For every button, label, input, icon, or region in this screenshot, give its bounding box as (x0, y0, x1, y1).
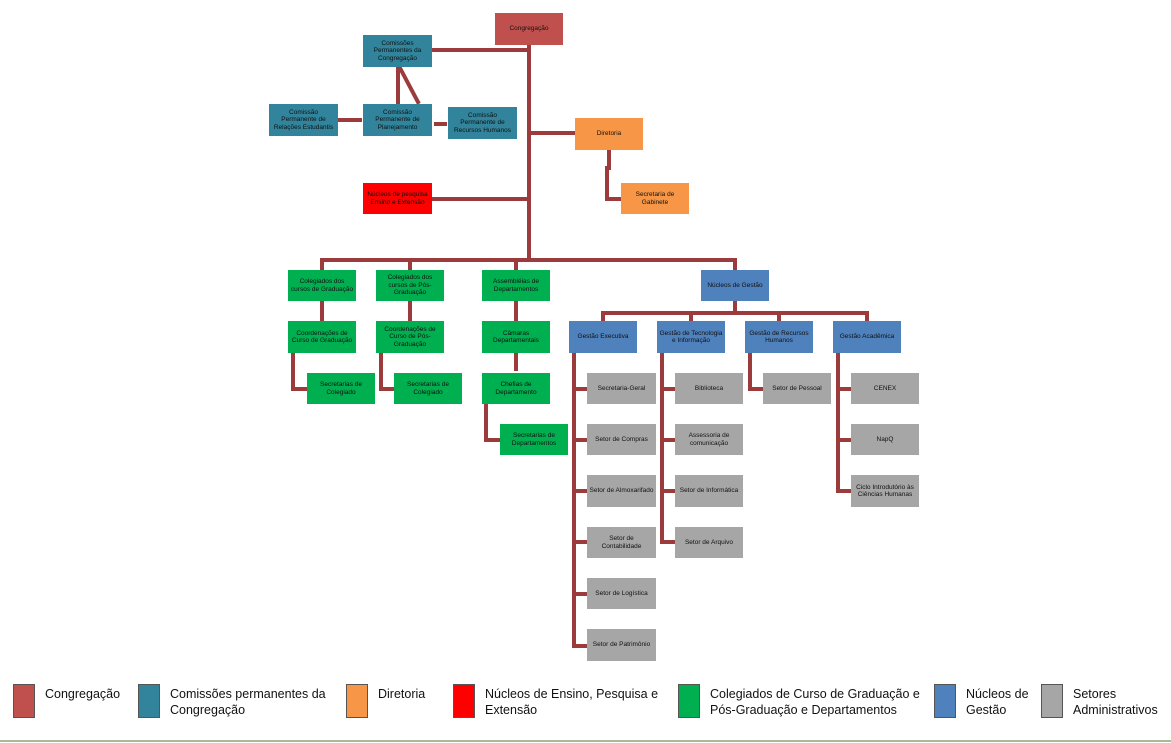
node-setor-arquivo: Setor de Arquivo (675, 527, 743, 558)
node-comissoes-permanentes: Comissões Permanentes da Congregação (363, 35, 432, 67)
legend-item-diretoria: Diretoria (346, 684, 446, 720)
node-nucleos-pesquisa: Núcleos de pesquisa Ensino e Extensão (363, 183, 432, 214)
node-setor-pessoal: Setor de Pessoal (763, 373, 831, 404)
legend-swatch (346, 684, 368, 718)
node-cenex: CENEX (851, 373, 919, 404)
node-assessoria-comunicacao: Assessoria de comunicação (675, 424, 743, 455)
legend-label: Colegiados de Curso de Graduação e Pós-G… (710, 687, 920, 717)
node-chefias-departamento: Chefias de Departamento (482, 373, 550, 404)
node-colegiados-pos: Colegiados dos cursos de Pós-Graduação (376, 270, 444, 301)
node-napq: NapQ (851, 424, 919, 455)
node-assembleias: Assembléias de Departamentos (482, 270, 550, 301)
node-colegiados-graduacao: Colegiados dos cursos de Graduação (288, 270, 356, 301)
bottom-rule (0, 740, 1171, 742)
node-camaras-departamentais: Câmaras Departamentais (482, 321, 550, 353)
legend-label: Setores Administrativos (1073, 687, 1158, 717)
legend-label: Núcleos de Ensino, Pesquisa e Extensão (485, 687, 659, 717)
node-gestao-tecnologia: Gestão de Tecnologia e Informação (657, 321, 725, 353)
legend-item-congregacao: Congregação (13, 684, 133, 720)
node-setor-compras: Setor de Compras (587, 424, 656, 455)
node-setor-contabilidade: Setor de Contabilidade (587, 527, 656, 558)
legend-swatch (678, 684, 700, 718)
legend-item-nucleos-gestao: Núcleos de Gestão (934, 684, 1039, 720)
legend-swatch (934, 684, 956, 718)
legend-swatch (13, 684, 35, 718)
node-setor-informatica: Setor de Informática (675, 475, 743, 507)
node-comissao-relacoes-estudantis: Comissão Permanente de Relações Estudant… (269, 104, 338, 136)
node-setor-almoxarifado: Setor de Almoxarifado (587, 475, 656, 507)
legend-item-comissoes: Comissões permanentes da Congregação (138, 684, 338, 720)
node-biblioteca: Biblioteca (675, 373, 743, 404)
node-coordenacoes-graduacao: Coordenações de Curso de Graduação (288, 321, 356, 353)
node-congregacao: Congregação (495, 13, 563, 45)
node-secretarias-colegiado-2: Secretarias de Colegiado (394, 373, 462, 404)
node-nucleos-gestao: Núcleos de Gestão (701, 270, 769, 301)
node-setor-patrimonio: Setor de Patrimônio (587, 629, 656, 661)
node-ciclo-introdutorio: Ciclo Introdutório às Ciências Humanas (851, 475, 919, 507)
legend-swatch (453, 684, 475, 718)
legend-item-colegiados: Colegiados de Curso de Graduação e Pós-G… (678, 684, 928, 720)
legend-label: Núcleos de Gestão (966, 687, 1029, 717)
legend-label: Comissões permanentes da Congregação (170, 687, 326, 717)
node-diretoria: Diretoria (575, 118, 643, 150)
legend-item-setores: Setores Administrativos (1041, 684, 1169, 720)
node-secretaria-geral: Secretaria-Geral (587, 373, 656, 404)
node-coordenacoes-pos: Coordenações de Curso de Pós-Graduação (376, 321, 444, 353)
node-comissao-recursos-humanos: Comissão Permanente de Recursos Humanos (448, 107, 517, 139)
connector-line (397, 65, 421, 105)
node-gestao-recursos-humanos: Gestão de Recursos Humanos (745, 321, 813, 353)
legend-swatch (1041, 684, 1063, 718)
node-secretaria-gabinete: Secretaria de Gabinete (621, 183, 689, 214)
legend-swatch (138, 684, 160, 718)
node-gestao-executiva: Gestão Executiva (569, 321, 637, 353)
legend-item-nucleos-ensino: Núcleos de Ensino, Pesquisa e Extensão (453, 684, 668, 720)
node-gestao-academica: Gestão Acadêmica (833, 321, 901, 353)
node-secretarias-departamentos: Secretarias de Departamentos (500, 424, 568, 455)
legend-label: Diretoria (378, 687, 426, 701)
node-comissao-planejamento: Comissão Permanente de Planejamento (363, 104, 432, 136)
legend-label: Congregação (45, 687, 121, 701)
node-setor-logistica: Setor de Logística (587, 578, 656, 609)
node-secretarias-colegiado-1: Secretarias de Colegiado (307, 373, 375, 404)
